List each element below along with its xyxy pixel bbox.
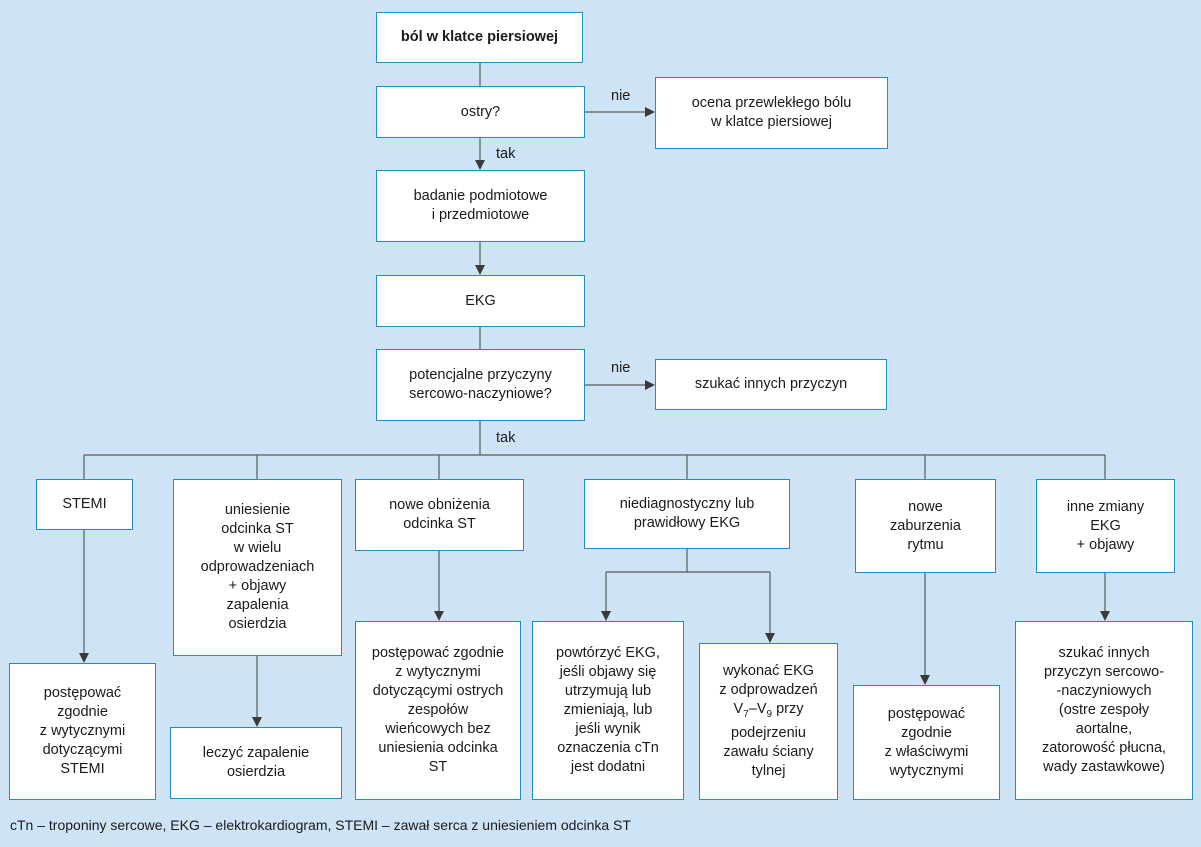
- node-cv-causes-question: potencjalne przyczyny sercowo-naczyniowe…: [376, 349, 585, 421]
- posterior-ekg-line-3: podejrzeniu zawału ściany tylnej: [723, 724, 814, 779]
- node-st-depression: nowe obniżenia odcinka ST: [355, 479, 524, 551]
- posterior-ekg-leads: V7–V9 przy: [733, 701, 804, 720]
- node-chronic-assessment: ocena przewlekłego bólu w klatce piersio…: [655, 77, 888, 149]
- label-yes-acute: tak: [496, 146, 516, 162]
- node-stemi: STEMI: [36, 479, 133, 530]
- node-nondiagnostic-ekg: niediagnostyczny lub prawidłowy EKG: [584, 479, 790, 549]
- node-ekg: EKG: [376, 275, 585, 327]
- node-treat-pericarditis: leczyć zapalenie osierdzia: [170, 727, 342, 799]
- node-rhythm-guidelines: postępować zgodnie z właściwymi wytyczny…: [853, 685, 1000, 800]
- footnote: cTn – troponiny sercowe, EKG – elektroka…: [10, 817, 631, 833]
- node-chest-pain: ból w klatce piersiowej: [376, 12, 583, 63]
- node-acute-question: ostry?: [376, 86, 585, 138]
- node-history-exam: badanie podmiotowe i przedmiotowe: [376, 170, 585, 242]
- label-yes-cv: tak: [496, 430, 516, 446]
- node-other-causes: szukać innych przyczyn: [655, 359, 887, 410]
- node-stemi-guidelines: postępować zgodnie z wytycznymi dotycząc…: [9, 663, 156, 800]
- node-st-elevation: uniesienie odcinka ST w wielu odprowadze…: [173, 479, 342, 656]
- label-no-acute: nie: [611, 88, 631, 104]
- node-other-cv-causes: szukać innych przyczyn sercowo- -naczyni…: [1015, 621, 1193, 800]
- node-posterior-ekg: wykonać EKG z odprowadzeń V7–V9 przy pod…: [699, 643, 838, 800]
- node-other-ekg-changes: inne zmiany EKG + objawy: [1036, 479, 1175, 573]
- node-rhythm-disorders: nowe zaburzenia rytmu: [855, 479, 996, 573]
- node-nste-guidelines: postępować zgodnie z wytycznymi dotycząc…: [355, 621, 521, 800]
- posterior-ekg-line-1: wykonać EKG z odprowadzeń: [719, 663, 818, 699]
- label-no-cv: nie: [611, 360, 631, 376]
- node-repeat-ekg: powtórzyć EKG, jeśli objawy się utrzymuj…: [532, 621, 684, 800]
